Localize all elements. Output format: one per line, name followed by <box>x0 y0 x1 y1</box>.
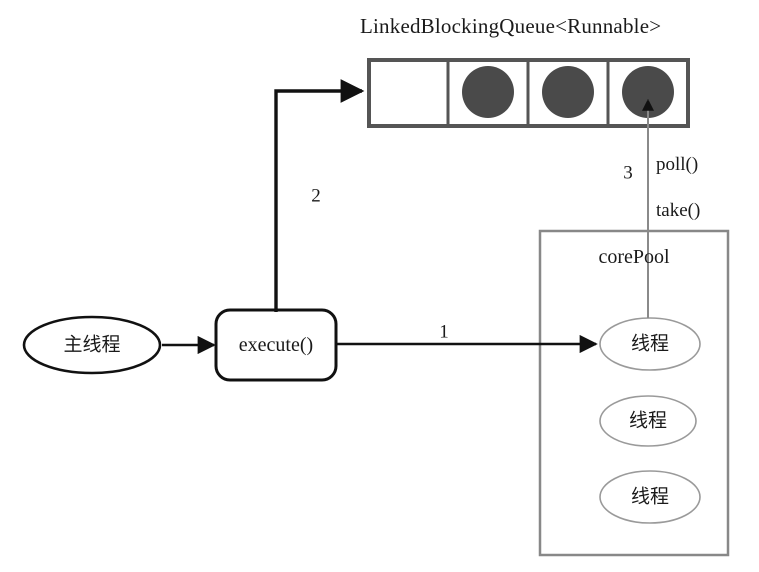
thread-label-1: 线程 <box>628 410 668 432</box>
main-thread-label: 主线程 <box>63 334 121 356</box>
queue-task-circle-1 <box>462 66 514 118</box>
queue-task-circle-2 <box>542 66 594 118</box>
queue-container <box>367 58 690 128</box>
thread-ellipse-1 <box>599 395 697 447</box>
edge-label-1: 1 <box>439 321 449 343</box>
queue-task-circle-3 <box>622 66 674 118</box>
main-thread-ellipse <box>22 315 162 375</box>
poll-method-label: poll() <box>656 154 699 175</box>
thread-ellipse-2 <box>599 470 701 524</box>
queue-title: LinkedBlockingQueue<Runnable> <box>360 14 662 38</box>
take-method-label: take() <box>656 200 701 221</box>
edge-submit-to-queue-path <box>274 79 365 312</box>
execute-node-label: execute() <box>238 334 314 356</box>
thread-label-2: 线程 <box>630 486 670 508</box>
core-pool-container <box>538 229 730 557</box>
thread-ellipse-0 <box>599 317 701 371</box>
core-pool-border <box>538 229 730 557</box>
thread-label-0: 线程 <box>630 333 670 355</box>
core-pool-title: corePool <box>598 246 670 268</box>
edge-submit-to-queue <box>274 79 365 312</box>
edge-label-2: 2 <box>311 185 321 207</box>
edge-label-3: 3 <box>623 162 633 184</box>
